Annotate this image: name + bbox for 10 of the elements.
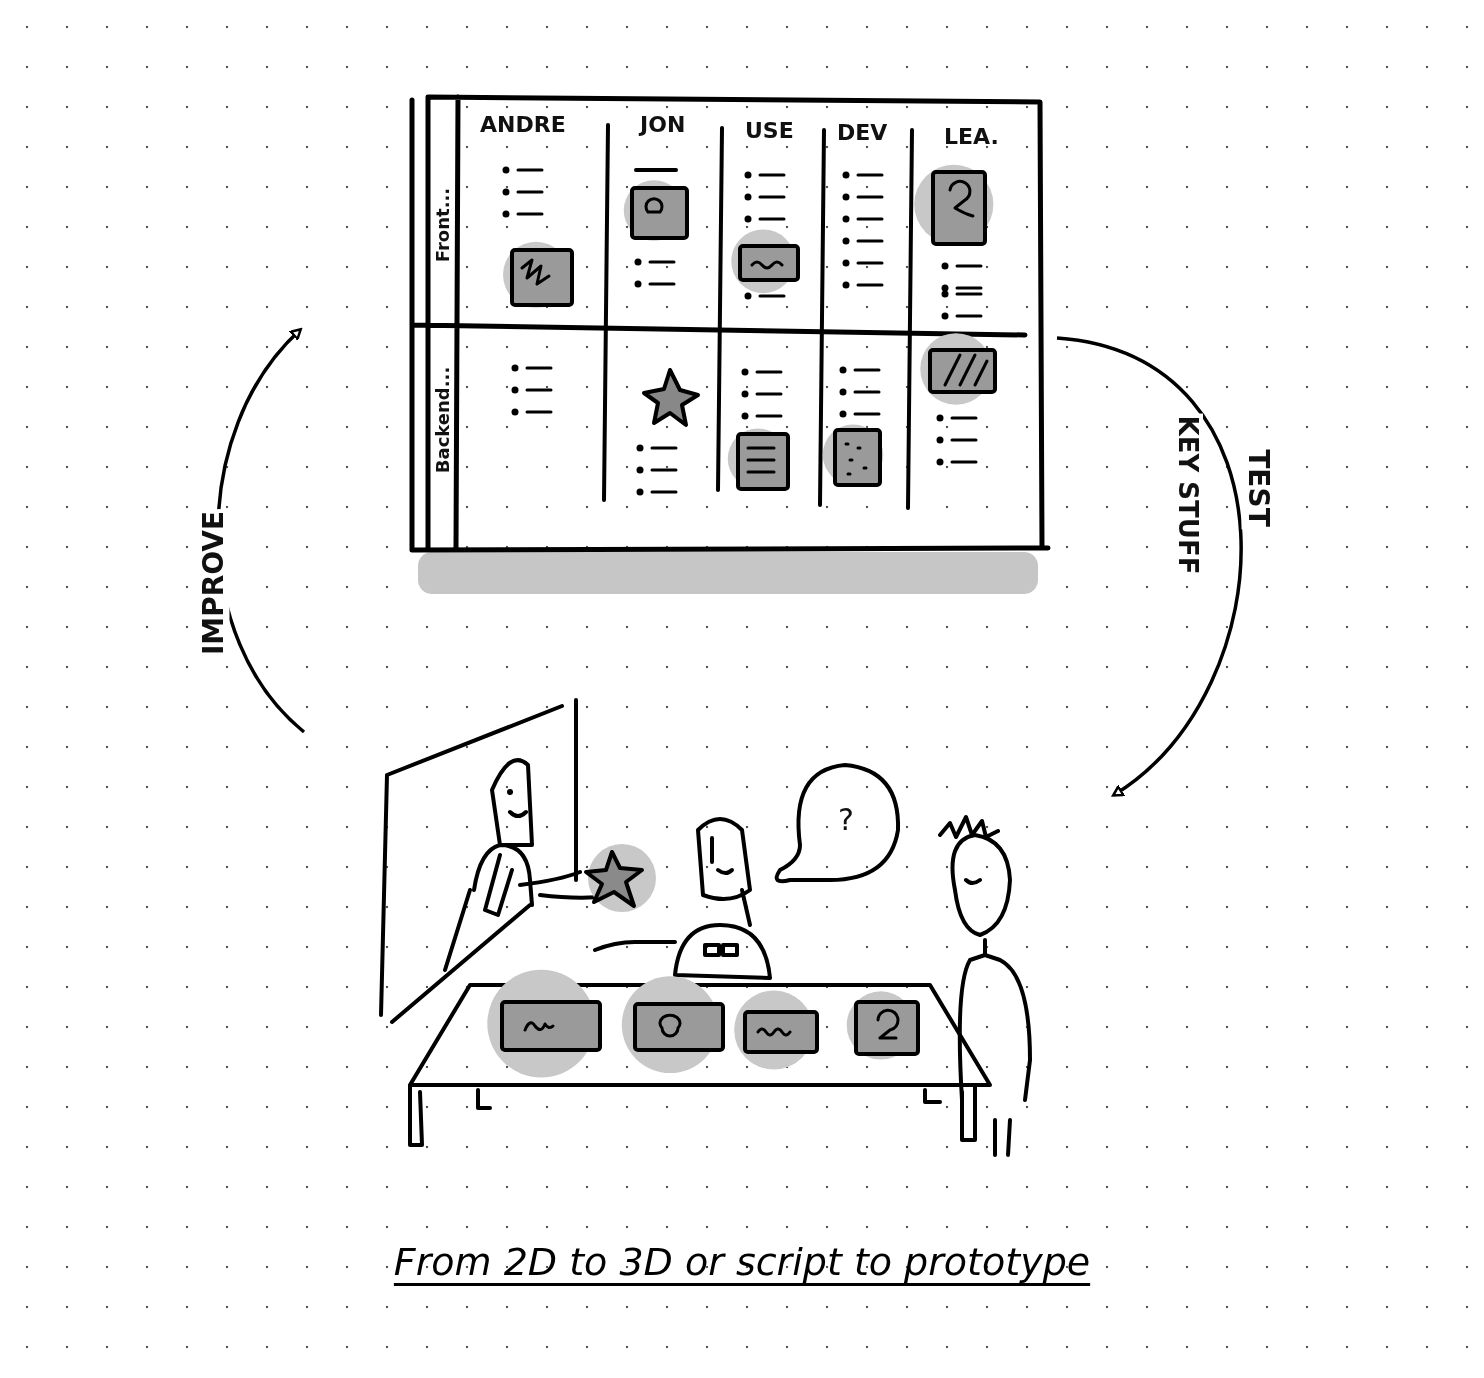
column-header: LEA. [944,124,999,149]
column-header: ANDRE [480,112,566,137]
column-header: USE [745,118,794,143]
question-mark: ? [838,802,854,837]
row-label: Front... [431,187,453,263]
row-label: Backend... [431,366,453,474]
curved-arrow [1056,336,1243,797]
caption: From 2D to 3D or script to prototype [393,1240,1091,1284]
column-header: JON [640,112,686,137]
column-header: DEV [837,120,888,145]
